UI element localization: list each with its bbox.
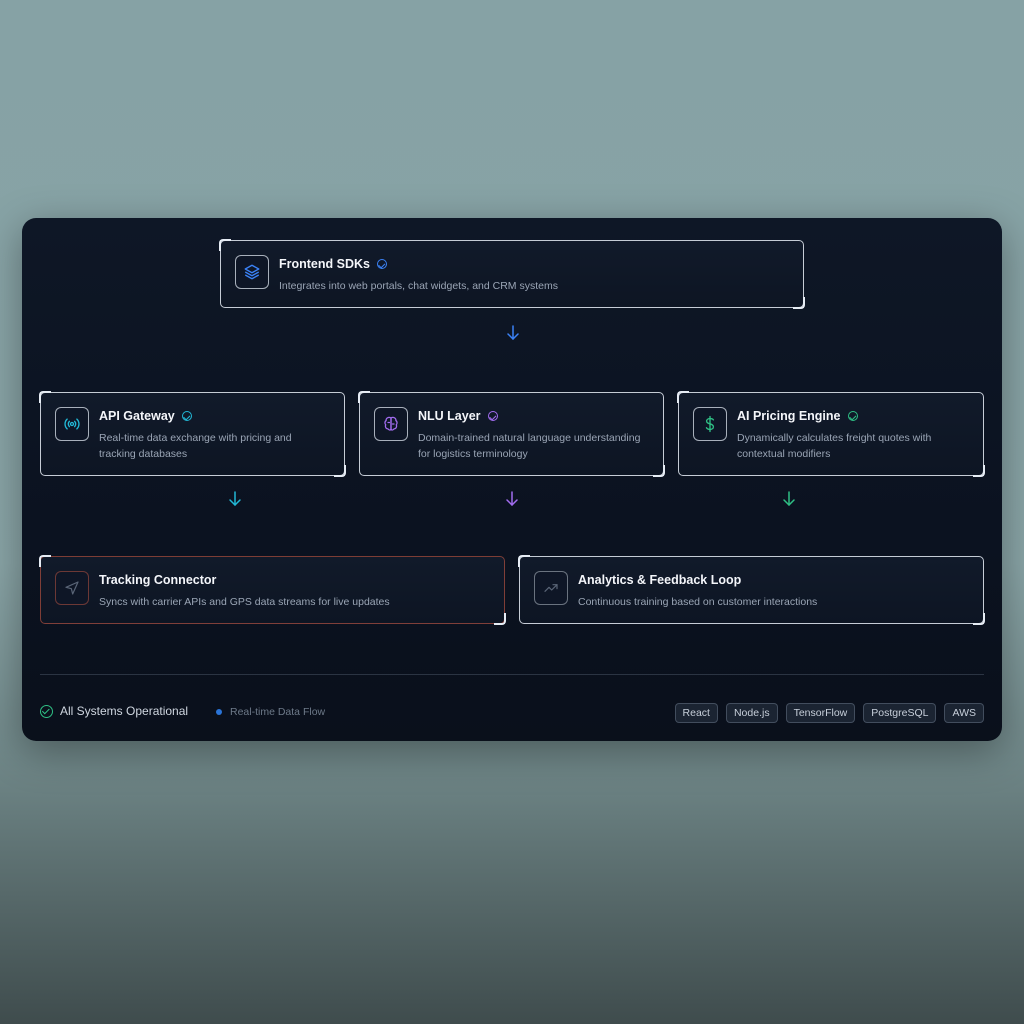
status-text: All Systems Operational: [60, 704, 189, 718]
corner-accent: [39, 555, 51, 567]
check-circle-icon: [181, 411, 192, 421]
card-api-gateway[interactable]: API Gateway Real-time data exchange with…: [39, 391, 346, 477]
tech-tag: AWS: [944, 703, 984, 723]
card-description: Domain-trained natural language understa…: [418, 432, 641, 460]
corner-accent: [494, 613, 506, 625]
card-title-text: AI Pricing Engine: [737, 409, 841, 423]
card-nlu-layer[interactable]: NLU Layer Domain-trained natural languag…: [358, 391, 665, 477]
corner-accent: [677, 391, 689, 403]
card-title: API Gateway: [99, 409, 192, 423]
tech-tag: Node.js: [725, 703, 778, 723]
corner-accent: [39, 391, 51, 403]
data-flow-indicator: Real-time Data Flow: [216, 706, 325, 718]
corner-accent: [358, 391, 370, 403]
card-description: Dynamically calculates freight quotes wi…: [737, 432, 932, 460]
dollar-icon: [693, 407, 727, 441]
card-title-text: Tracking Connector: [99, 573, 217, 587]
corner-accent: [793, 297, 805, 309]
arrow-down-icon: [507, 325, 519, 340]
card-tracking-connector[interactable]: Tracking Connector Syncs with carrier AP…: [39, 555, 506, 625]
brain-icon: [374, 407, 408, 441]
system-status: All Systems Operational: [40, 704, 188, 718]
card-title: NLU Layer: [418, 409, 498, 423]
card-title: AI Pricing Engine: [737, 409, 858, 423]
card-frontend-sdks[interactable]: Frontend SDKs Integrates into web portal…: [219, 239, 805, 309]
tech-tag: TensorFlow: [785, 703, 856, 723]
corner-accent: [973, 465, 985, 477]
card-analytics-feedback-loop[interactable]: Analytics & Feedback Loop Continuous tra…: [518, 555, 985, 625]
navigation-icon: [55, 571, 89, 605]
trending-up-icon: [534, 571, 568, 605]
layers-icon: [235, 255, 269, 289]
card-title: Analytics & Feedback Loop: [578, 573, 741, 587]
arrow-down-icon: [229, 491, 241, 506]
architecture-panel: Frontend SDKs Integrates into web portal…: [22, 218, 1002, 741]
card-ai-pricing-engine[interactable]: AI Pricing Engine Dynamically calculates…: [677, 391, 985, 477]
card-description: Real-time data exchange with pricing and…: [99, 432, 292, 460]
card-description: Integrates into web portals, chat widget…: [279, 280, 558, 292]
card-description: Syncs with carrier APIs and GPS data str…: [99, 596, 390, 608]
broadcast-icon: [55, 407, 89, 441]
card-description: Continuous training based on customer in…: [578, 596, 818, 608]
footer-divider: [40, 674, 984, 675]
check-circle-icon: [376, 259, 387, 269]
tech-tag: PostgreSQL: [863, 703, 937, 723]
tech-stack-tags: React Node.js TensorFlow PostgreSQL AWS: [674, 703, 984, 723]
corner-accent: [653, 465, 665, 477]
tech-tag: React: [674, 703, 718, 723]
card-title: Tracking Connector: [99, 573, 216, 587]
live-dot-icon: [216, 709, 222, 715]
arrow-down-icon: [783, 491, 795, 506]
check-circle-icon: [487, 411, 498, 421]
corner-accent: [518, 555, 530, 567]
arrow-down-icon: [506, 491, 518, 506]
card-title-text: Frontend SDKs: [279, 257, 370, 271]
card-title: Frontend SDKs: [279, 257, 387, 271]
check-circle-icon: [847, 411, 858, 421]
corner-accent: [973, 613, 985, 625]
card-title-text: NLU Layer: [418, 409, 481, 423]
check-circle-icon: [40, 704, 53, 718]
corner-accent: [334, 465, 346, 477]
corner-accent: [219, 239, 231, 251]
card-title-text: API Gateway: [99, 409, 175, 423]
flow-label: Real-time Data Flow: [230, 706, 326, 718]
card-title-text: Analytics & Feedback Loop: [578, 573, 742, 587]
